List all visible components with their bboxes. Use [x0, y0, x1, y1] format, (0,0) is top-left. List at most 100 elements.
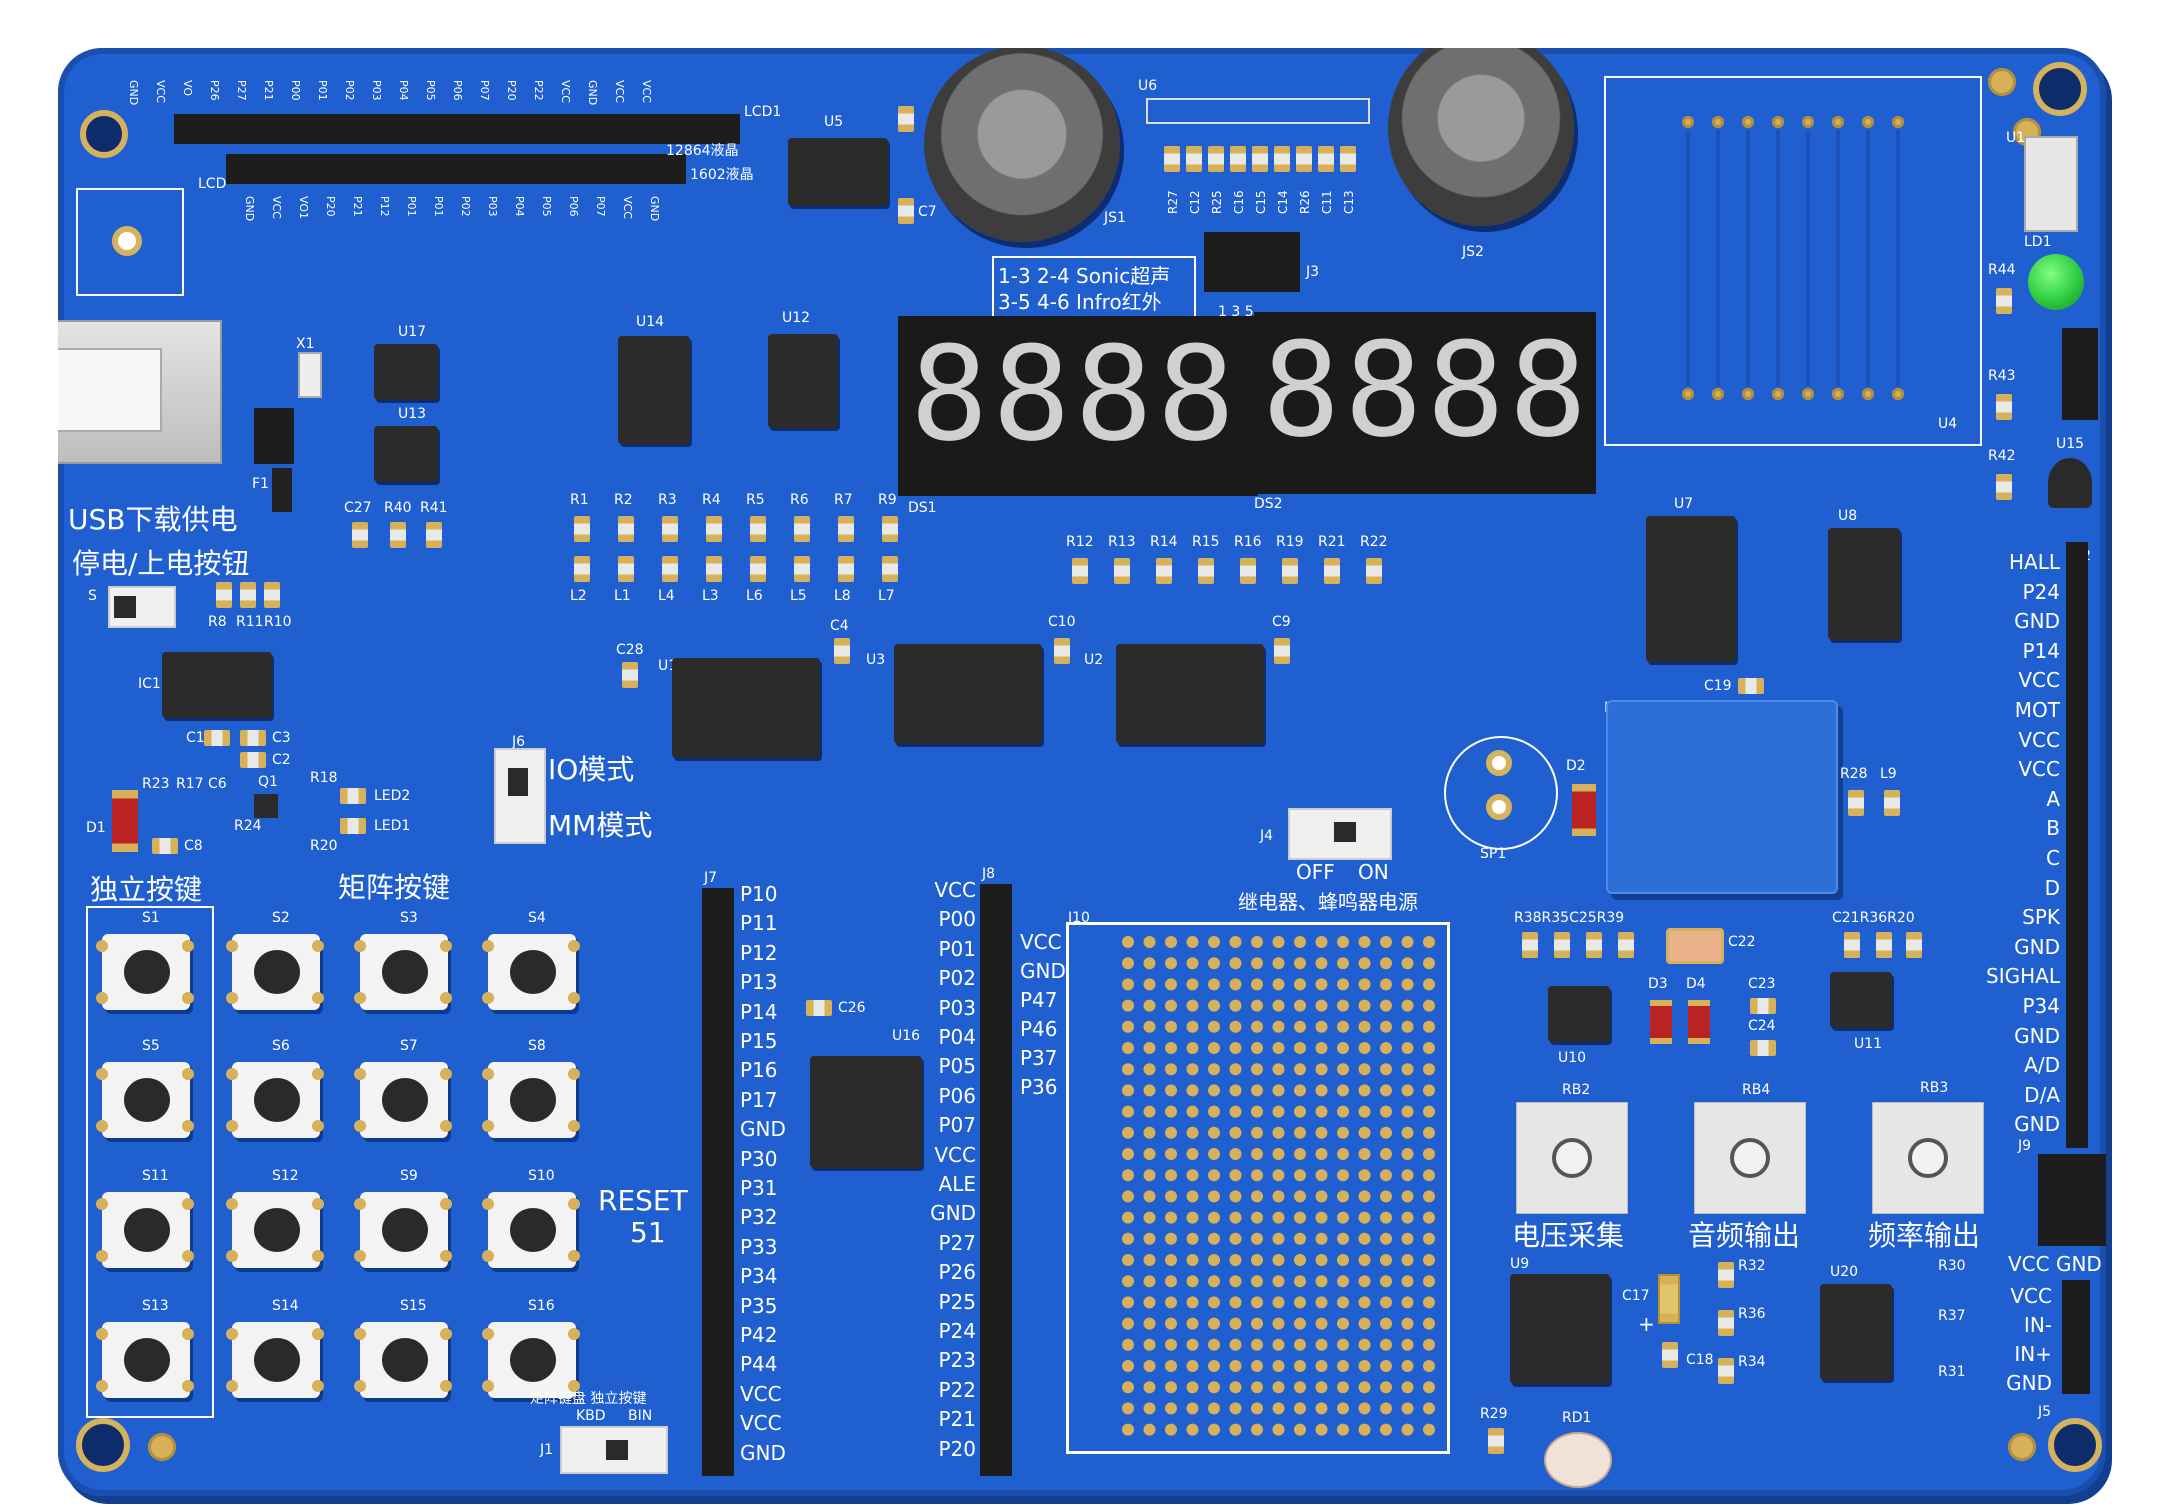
- perfboard-pad: [1143, 1423, 1156, 1436]
- perfboard-pad: [1186, 1338, 1199, 1351]
- push-button-s4[interactable]: [482, 934, 580, 1010]
- sensor-passive: [1296, 146, 1312, 172]
- resistor: [706, 516, 722, 542]
- perfboard-pad: [1165, 1232, 1177, 1245]
- perfboard-pad: [1337, 1338, 1349, 1351]
- perfboard-pad: [1272, 1423, 1285, 1436]
- potentiometer-rb2[interactable]: [1516, 1102, 1628, 1214]
- resistor: [1072, 558, 1088, 584]
- lcd-12864-pin-label: VCC: [640, 80, 653, 103]
- u7-label: U7: [1674, 496, 1694, 512]
- perfboard-pad: [1380, 1317, 1392, 1330]
- perfboard-pad: [1122, 1402, 1134, 1415]
- res-r36: [1718, 1310, 1734, 1336]
- perfboard-pad: [1380, 1360, 1392, 1372]
- j8-pin-label: P05: [938, 1054, 976, 1079]
- perfboard-pad: [1423, 1105, 1435, 1118]
- lcd-1602-label: 1602液晶: [690, 167, 754, 183]
- perfboard-pad: [1208, 1317, 1220, 1330]
- c8-label: C8: [184, 838, 203, 854]
- perfboard-pad: [1122, 1381, 1134, 1394]
- led-label: L8: [834, 588, 851, 604]
- r30-label: R30: [1938, 1258, 1966, 1274]
- potentiometer-rb3[interactable]: [1872, 1102, 1984, 1214]
- button-leg: [96, 1068, 108, 1080]
- power-switch[interactable]: [108, 586, 176, 628]
- push-button-s15[interactable]: [354, 1322, 452, 1398]
- perfboard-pad: [1229, 1211, 1242, 1224]
- lcd1-label: LCD1: [744, 104, 782, 120]
- j2-pin-label: A/D: [2024, 1053, 2060, 1078]
- transistor-q1: [254, 794, 278, 818]
- perfboard-pad: [1165, 957, 1177, 970]
- push-button-s12[interactable]: [226, 1192, 324, 1268]
- key-label: S8: [528, 1038, 546, 1054]
- push-button-s1[interactable]: [96, 934, 194, 1010]
- button-leg: [482, 1120, 494, 1132]
- lcd-12864-pin-label: VCC: [559, 80, 572, 103]
- resistor: [1114, 558, 1130, 584]
- cap-c23: [1750, 998, 1776, 1014]
- push-button-s16[interactable]: [482, 1322, 580, 1398]
- u9-label: U9: [1510, 1256, 1530, 1272]
- push-button-s13[interactable]: [96, 1322, 194, 1398]
- perfboard-pad: [1143, 1042, 1156, 1054]
- sensor-passive-label: C16: [1232, 190, 1246, 214]
- u6-label: U6: [1138, 78, 1158, 94]
- res-r34: [1718, 1358, 1734, 1384]
- led-label: L3: [702, 588, 719, 604]
- perfboard-pad: [1423, 1360, 1435, 1372]
- keypad-mode-switch-j1[interactable]: [560, 1426, 668, 1474]
- perfboard-pad: [1122, 957, 1134, 970]
- j10-pin-label: GND: [1020, 959, 1066, 983]
- led-label: L6: [746, 588, 763, 604]
- mount-hole-top-left: [80, 110, 128, 158]
- header-j2: [2066, 542, 2088, 1148]
- perfboard-pad: [1122, 999, 1134, 1012]
- button-leg: [568, 1068, 580, 1080]
- rb3-knob: [1908, 1138, 1948, 1178]
- r44-label: R44: [1988, 262, 2016, 278]
- perfboard-pad: [1251, 1296, 1263, 1309]
- button-leg: [440, 1068, 452, 1080]
- perfboard-pad: [1186, 1317, 1199, 1330]
- perfboard-pad: [1380, 1148, 1392, 1160]
- push-button-s9[interactable]: [354, 1192, 452, 1268]
- key-label: S5: [142, 1038, 160, 1054]
- key-label: S15: [400, 1298, 427, 1314]
- buzzer-pad-1: [1486, 750, 1512, 776]
- button-cap: [124, 1338, 170, 1382]
- potentiometer-rb4[interactable]: [1694, 1102, 1806, 1214]
- push-button-s7[interactable]: [354, 1062, 452, 1138]
- push-button-s11[interactable]: [96, 1192, 194, 1268]
- u4-pad: [1832, 116, 1844, 128]
- push-button-s3[interactable]: [354, 934, 452, 1010]
- perfboard-pad: [1251, 1084, 1263, 1097]
- perfboard-pad: [1165, 1020, 1177, 1033]
- perfboard-pad: [1165, 1254, 1177, 1266]
- push-button-s6[interactable]: [226, 1062, 324, 1138]
- u4-pad: [1892, 388, 1904, 400]
- cap-c2: [240, 752, 266, 768]
- push-button-s14[interactable]: [226, 1322, 324, 1398]
- res-r38: [1522, 932, 1538, 958]
- button-leg: [440, 1380, 452, 1392]
- push-button-s5[interactable]: [96, 1062, 194, 1138]
- perfboard-pad: [1208, 978, 1220, 991]
- push-button-s2[interactable]: [226, 934, 324, 1010]
- perfboard-pad: [1272, 1148, 1285, 1160]
- perfboard-pad: [1337, 957, 1349, 970]
- mode-switch-j6[interactable]: [494, 748, 546, 844]
- key-label: S12: [272, 1168, 299, 1184]
- resistor: [1324, 558, 1340, 584]
- resistor: [618, 516, 634, 542]
- relay-power-switch-j4[interactable]: [1288, 808, 1392, 860]
- perfboard-pad: [1186, 957, 1199, 970]
- perfboard-pad: [1401, 1338, 1414, 1351]
- perfboard-pad: [1294, 1105, 1306, 1118]
- lcd-1602-pin-label: VCC: [621, 196, 634, 219]
- perfboard-pad: [1358, 936, 1371, 948]
- push-button-s10[interactable]: [482, 1192, 580, 1268]
- perfboard-pad: [1358, 1063, 1371, 1076]
- push-button-s8[interactable]: [482, 1062, 580, 1138]
